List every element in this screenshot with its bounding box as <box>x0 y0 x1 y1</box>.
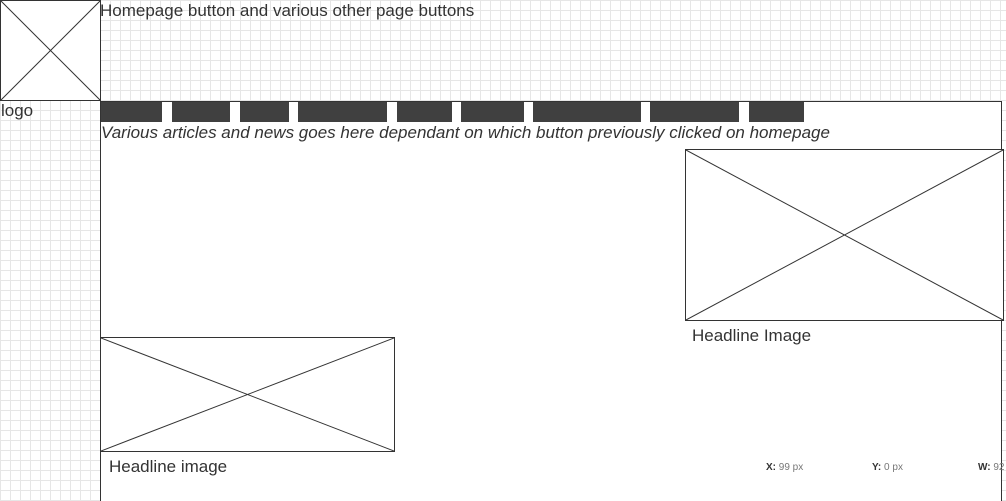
articles-caption: Various articles and news goes here depe… <box>101 123 830 142</box>
logo-label: logo <box>1 101 34 120</box>
image-placeholder-icon <box>686 150 1003 320</box>
y-readout: Y: 0 px <box>872 462 903 473</box>
nav-button-8[interactable] <box>650 102 739 122</box>
logo-placeholder <box>0 0 101 101</box>
nav-button-6[interactable] <box>461 102 524 122</box>
image-placeholder-icon <box>101 338 394 451</box>
headline-image-left-label: Headline image <box>109 457 228 476</box>
w-readout: W: 92 <box>978 462 1005 473</box>
headline-image-right <box>685 149 1004 321</box>
nav-button-2[interactable] <box>172 102 230 122</box>
headline-image-left <box>100 337 395 452</box>
nav-bar <box>101 102 821 122</box>
nav-button-5[interactable] <box>397 102 452 122</box>
x-readout: X: 99 px <box>766 462 804 473</box>
image-placeholder-icon <box>1 1 100 100</box>
nav-button-9[interactable] <box>749 102 804 122</box>
nav-caption: Homepage button and various other page b… <box>100 1 475 20</box>
headline-image-right-label: Headline Image <box>692 326 812 345</box>
nav-button-1[interactable] <box>101 102 162 122</box>
nav-button-3[interactable] <box>240 102 289 122</box>
nav-button-7[interactable] <box>533 102 641 122</box>
nav-button-4[interactable] <box>298 102 387 122</box>
